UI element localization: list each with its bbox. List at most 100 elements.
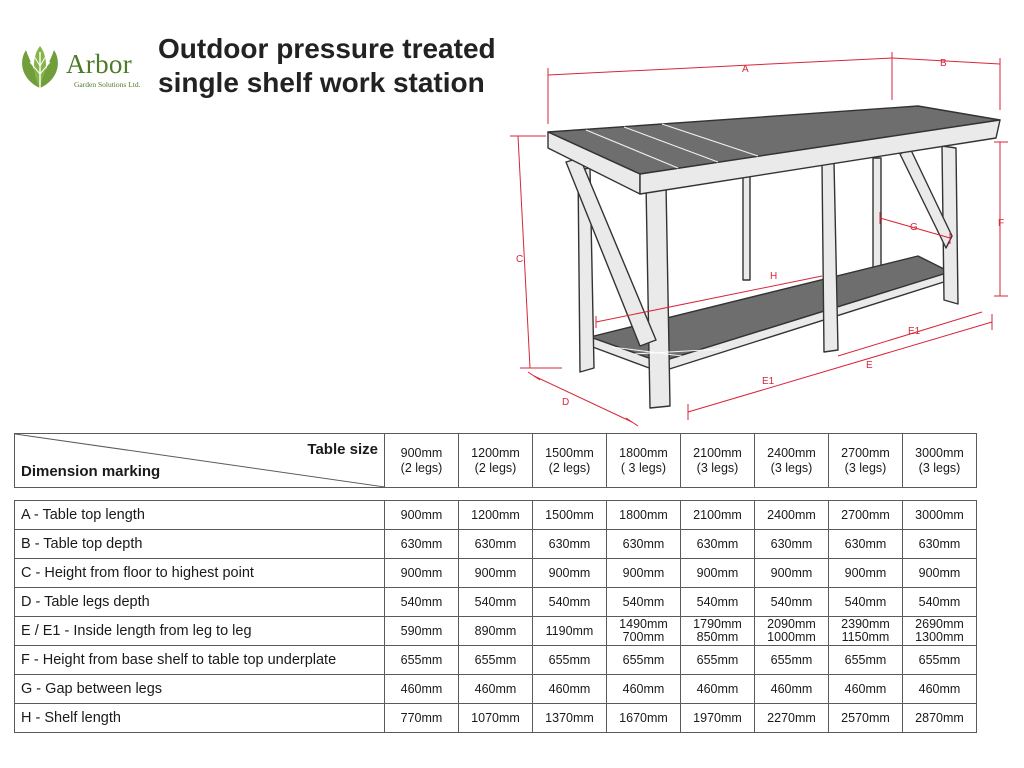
legs-value: (3 legs) bbox=[844, 460, 887, 475]
legs-value: (2 legs) bbox=[474, 460, 517, 475]
table-row: F - Height from base shelf to table top … bbox=[14, 645, 977, 675]
value-cell: 630mm bbox=[458, 529, 533, 559]
value-cell: 1370mm bbox=[532, 703, 607, 733]
value-line: 1000mm bbox=[767, 630, 816, 644]
value-cell: 460mm bbox=[458, 674, 533, 704]
value-cell: 900mm bbox=[458, 558, 533, 588]
value-cell: 655mm bbox=[902, 645, 977, 675]
value-line: 2090mm bbox=[767, 617, 816, 631]
value-cell: 900mm bbox=[828, 558, 903, 588]
legs-value: (3 legs) bbox=[696, 460, 739, 475]
value-cell: 460mm bbox=[606, 674, 681, 704]
value-line: 890mm bbox=[474, 624, 517, 638]
value-cell: 590mm bbox=[384, 616, 459, 646]
value-cell: 900mm bbox=[754, 558, 829, 588]
logo-name: Arbor bbox=[66, 49, 132, 79]
dim-label-f: F bbox=[998, 218, 1004, 229]
value-cell: 2700mm bbox=[828, 500, 903, 530]
size-header-1500: 1500mm(2 legs) bbox=[532, 433, 607, 488]
value-cell: 655mm bbox=[384, 645, 459, 675]
row-label: D - Table legs depth bbox=[14, 587, 385, 617]
legs-value: (2 legs) bbox=[548, 460, 591, 475]
dim-label-e1-left: E1 bbox=[762, 376, 775, 387]
row-label: A - Table top length bbox=[14, 500, 385, 530]
dim-label-c: C bbox=[516, 254, 523, 265]
size-header-2100: 2100mm(3 legs) bbox=[680, 433, 755, 488]
value-cell: 900mm bbox=[606, 558, 681, 588]
value-line: 2390mm bbox=[841, 617, 890, 631]
size-header-2400: 2400mm(3 legs) bbox=[754, 433, 829, 488]
size-value: 1200mm bbox=[471, 445, 520, 460]
row-label: H - Shelf length bbox=[14, 703, 385, 733]
value-cell: 460mm bbox=[828, 674, 903, 704]
value-cell: 900mm bbox=[680, 558, 755, 588]
size-value: 1500mm bbox=[545, 445, 594, 460]
value-cell: 540mm bbox=[680, 587, 755, 617]
size-header-900: 900mm(2 legs) bbox=[384, 433, 459, 488]
value-cell: 1500mm bbox=[532, 500, 607, 530]
dim-label-b: B bbox=[940, 58, 947, 69]
value-cell: 655mm bbox=[606, 645, 681, 675]
dim-label-d: D bbox=[562, 397, 569, 408]
logo-subtitle: Garden Solutions Ltd. bbox=[74, 80, 141, 89]
value-line: 2690mm bbox=[915, 617, 964, 631]
size-value: 2100mm bbox=[693, 445, 742, 460]
size-header-table: Table size Dimension marking 900mm(2 leg… bbox=[14, 433, 977, 488]
size-value: 3000mm bbox=[915, 445, 964, 460]
value-cell: 630mm bbox=[532, 529, 607, 559]
size-value: 1800mm bbox=[619, 445, 668, 460]
row-label: G - Gap between legs bbox=[14, 674, 385, 704]
value-cell: 630mm bbox=[384, 529, 459, 559]
value-line: 1490mm bbox=[619, 617, 668, 631]
value-cell: 900mm bbox=[384, 500, 459, 530]
row-label: E / E1 - Inside length from leg to leg bbox=[14, 616, 385, 646]
value-cell: 655mm bbox=[532, 645, 607, 675]
row-label: B - Table top depth bbox=[14, 529, 385, 559]
value-cell: 630mm bbox=[902, 529, 977, 559]
value-cell: 2870mm bbox=[902, 703, 977, 733]
leaf-logo-icon bbox=[22, 46, 58, 88]
value-line: 1300mm bbox=[915, 630, 964, 644]
size-header-2700: 2700mm(3 legs) bbox=[828, 433, 903, 488]
value-cell: 540mm bbox=[902, 587, 977, 617]
corner-diagonal bbox=[15, 434, 384, 487]
dim-label-a: A bbox=[742, 64, 749, 75]
value-cell: 1800mm bbox=[606, 500, 681, 530]
company-logo: Arbor Garden Solutions Ltd. bbox=[16, 44, 146, 92]
value-line: 1790mm bbox=[693, 617, 742, 631]
legs-value: ( 3 legs) bbox=[620, 460, 667, 475]
size-header-1800: 1800mm( 3 legs) bbox=[606, 433, 681, 488]
title-line-2: single shelf work station bbox=[158, 67, 485, 98]
value-cell: 630mm bbox=[680, 529, 755, 559]
legs-value: (3 legs) bbox=[918, 460, 961, 475]
value-cell: 540mm bbox=[828, 587, 903, 617]
value-cell: 460mm bbox=[902, 674, 977, 704]
value-cell: 1970mm bbox=[680, 703, 755, 733]
value-cell: 540mm bbox=[384, 587, 459, 617]
value-cell: 460mm bbox=[384, 674, 459, 704]
value-line: 850mm bbox=[696, 630, 739, 644]
legs-value: (2 legs) bbox=[400, 460, 443, 475]
size-value: 2400mm bbox=[767, 445, 816, 460]
value-cell: 655mm bbox=[754, 645, 829, 675]
value-cell: 2400mm bbox=[754, 500, 829, 530]
value-cell: 540mm bbox=[458, 587, 533, 617]
size-header-3000: 3000mm(3 legs) bbox=[902, 433, 977, 488]
page-title: Outdoor pressure treated single shelf wo… bbox=[158, 32, 496, 100]
value-cell: 540mm bbox=[532, 587, 607, 617]
value-cell: 460mm bbox=[680, 674, 755, 704]
row-label: F - Height from base shelf to table top … bbox=[14, 645, 385, 675]
value-cell: 540mm bbox=[754, 587, 829, 617]
value-line: 590mm bbox=[400, 624, 443, 638]
value-cell: 2570mm bbox=[828, 703, 903, 733]
dim-label-g: G bbox=[910, 222, 918, 233]
